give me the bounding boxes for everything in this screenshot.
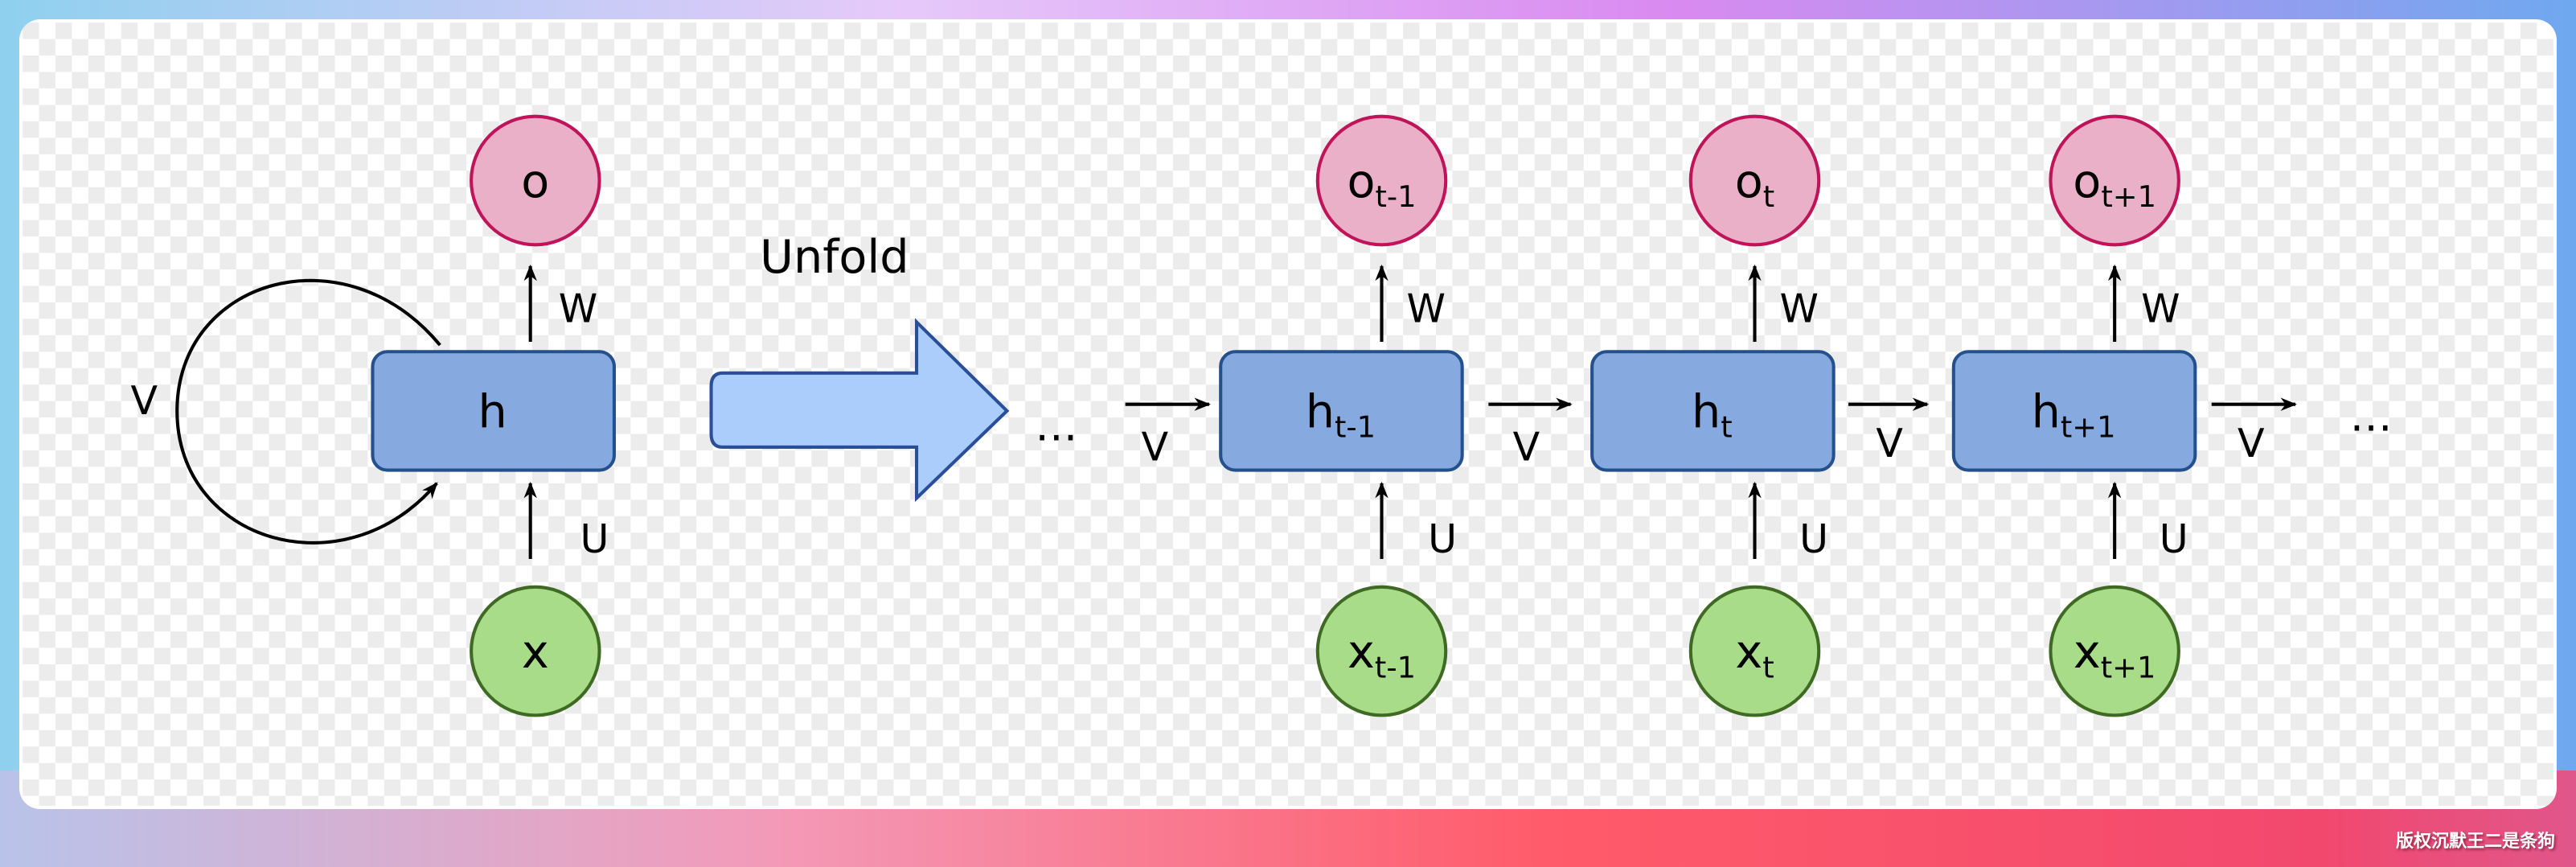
output-node-label: o <box>521 154 549 208</box>
v-label: V <box>131 377 158 424</box>
hidden-node <box>1219 350 1464 472</box>
input-node-label: xt+1 <box>2074 625 2156 684</box>
input-node <box>1688 585 1821 717</box>
output-node <box>470 114 601 247</box>
v-label: V <box>1513 423 1540 470</box>
output-node-label: ot <box>1735 154 1774 214</box>
w-label: W <box>1406 285 1445 331</box>
output-node-label: ot+1 <box>2073 154 2156 214</box>
hidden-node-label: h <box>478 384 507 438</box>
rnn-unfold-diagram: o W h U x V Unfold … V ot-1 W ht-1 U xt-… <box>23 23 2553 806</box>
u-label: U <box>580 516 609 562</box>
time-step: ot W ht U xt V <box>1590 114 1930 717</box>
folded-rnn: o W h U x V <box>131 114 616 717</box>
input-node-label: xt <box>1735 625 1774 684</box>
watermark: 版权沉默王二是条狗 <box>2395 832 2555 852</box>
u-label: U <box>1428 516 1457 562</box>
hidden-node-label: ht <box>1692 384 1733 444</box>
hidden-node <box>1951 350 2197 472</box>
unfold-arrow-icon <box>709 318 1010 503</box>
output-node <box>1315 114 1448 247</box>
ellipsis-right: … <box>2349 391 2392 441</box>
w-label: W <box>1779 285 1818 331</box>
input-node <box>470 585 601 717</box>
output-node-label: ot-1 <box>1347 154 1416 214</box>
output-node <box>1688 114 1821 247</box>
v-label-in: V <box>1142 423 1169 470</box>
u-label: U <box>2160 516 2188 562</box>
w-label: W <box>559 285 597 331</box>
hidden-node-label: ht-1 <box>1306 384 1376 444</box>
input-node <box>1315 585 1448 717</box>
output-node <box>2049 114 2180 247</box>
unfold-label: Unfold <box>760 230 909 284</box>
time-step: ot+1 W ht+1 U xt+1 V <box>1951 114 2298 717</box>
ellipsis-left: … <box>1035 401 1077 451</box>
diagram-card: o W h U x V Unfold … V ot-1 W ht-1 U xt-… <box>19 19 2557 809</box>
hidden-node <box>371 350 616 472</box>
w-label: W <box>2141 285 2180 331</box>
v-label: V <box>2238 420 2265 466</box>
u-label: U <box>1799 516 1828 562</box>
input-node <box>2049 585 2180 717</box>
input-node-label: xt-1 <box>1347 625 1416 684</box>
v-label: V <box>1876 420 1903 466</box>
time-step: ot-1 W ht-1 U xt-1 V <box>1219 114 1573 717</box>
recurrent-loop-arrow <box>175 278 441 544</box>
hidden-node-label: ht+1 <box>2032 384 2116 444</box>
input-node-label: x <box>522 625 549 679</box>
hidden-node <box>1590 350 1836 472</box>
